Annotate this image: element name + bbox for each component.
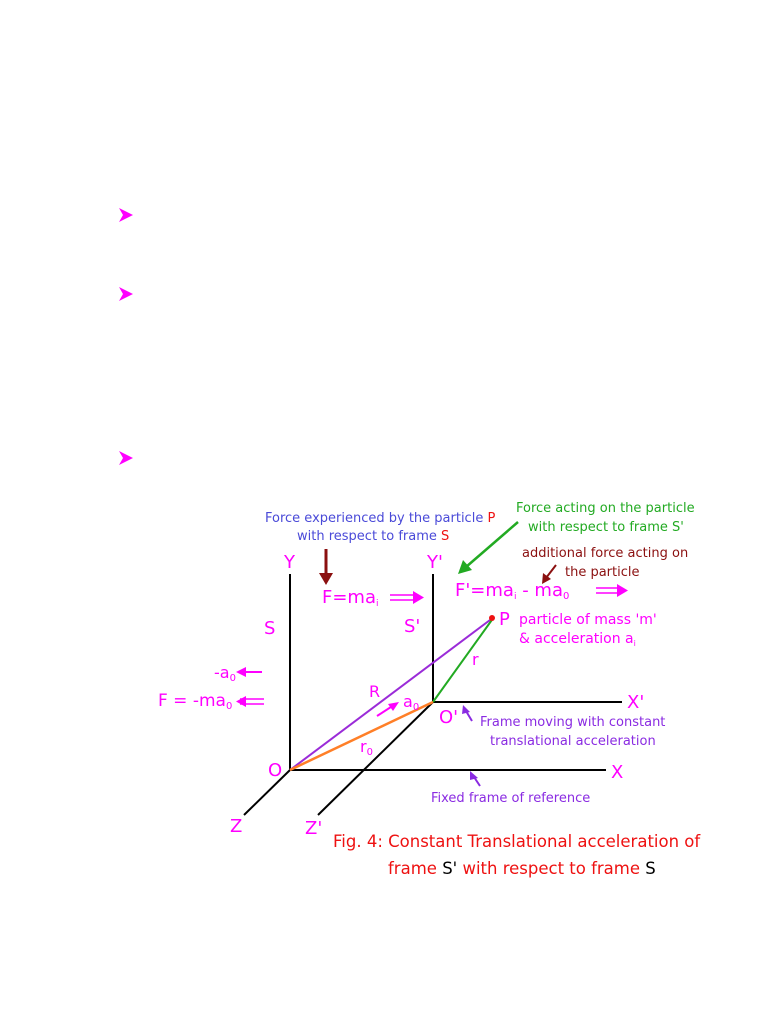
- moving-frame-line2: translational acceleration: [490, 734, 656, 749]
- label-R: R: [369, 682, 380, 701]
- equation-F: F=mai: [322, 587, 379, 609]
- note-s-prime-line2: with respect to frame S': [528, 520, 684, 535]
- purple-pointer-arrow-icon: [470, 771, 481, 787]
- maroon-pointer-arrow-icon: [542, 564, 557, 584]
- double-arrow-right-icon: [390, 591, 424, 604]
- label-O: O: [268, 760, 282, 781]
- maroon-pointer-arrow-icon: [319, 549, 333, 585]
- label-X-prime: X': [627, 692, 644, 713]
- particle-desc-line2: & acceleration ai: [519, 631, 636, 648]
- neg-a0: -a0: [214, 663, 236, 684]
- moving-frame-line1: Frame moving with constant: [480, 715, 665, 730]
- particle-desc-line1: particle of mass 'm': [519, 612, 657, 628]
- equation-F-prime: F'=mai - ma0: [455, 580, 569, 602]
- caption-line2: frame S' with respect to frame S: [388, 859, 656, 878]
- vector-r: [432, 616, 495, 703]
- particle-P-dot: [489, 615, 495, 621]
- a0-arrow-icon: [376, 702, 399, 717]
- double-arrow-left-icon: [236, 696, 264, 707]
- label-r0: r0: [360, 737, 373, 758]
- z-axis: [243, 769, 291, 816]
- label-X: X: [611, 762, 623, 783]
- z-prime-axis: [317, 701, 434, 816]
- label-Z: Z: [230, 816, 242, 837]
- particle-P-label: P: [499, 609, 510, 630]
- force-neg-ma0: F = -ma0: [158, 691, 232, 712]
- label-O-prime: O': [439, 707, 458, 728]
- vector-R: [289, 616, 495, 771]
- label-Y: Y: [283, 552, 296, 573]
- note-s-prime-line1: Force acting on the particle: [516, 501, 695, 516]
- arrow-left-icon: [236, 667, 262, 677]
- bullet-arrow-icon: [119, 208, 133, 222]
- bullet-arrow-icon: [119, 451, 133, 465]
- bullet-arrow-icon: [119, 287, 133, 301]
- double-arrow-right-icon: [596, 584, 628, 597]
- fixed-frame-label: Fixed frame of reference: [431, 791, 590, 806]
- purple-pointer-arrow-icon: [462, 705, 473, 722]
- label-Z-prime: Z': [305, 818, 322, 839]
- caption-line1: Fig. 4: Constant Translational accelerat…: [333, 832, 701, 851]
- label-S-prime: S': [404, 616, 420, 637]
- note-additional-line2: the particle: [565, 565, 640, 580]
- note-additional-line1: additional force acting on: [522, 546, 688, 561]
- label-r: r: [472, 650, 479, 669]
- label-S: S: [264, 618, 275, 639]
- note-s-line1: Force experienced by the particle P: [265, 511, 495, 526]
- label-Y-prime: Y': [426, 552, 443, 573]
- label-a0: a0: [403, 692, 419, 713]
- vector-r0: [289, 700, 434, 772]
- green-pointer-arrow-icon: [458, 521, 519, 574]
- note-s-line2: with respect to frame S: [297, 529, 449, 544]
